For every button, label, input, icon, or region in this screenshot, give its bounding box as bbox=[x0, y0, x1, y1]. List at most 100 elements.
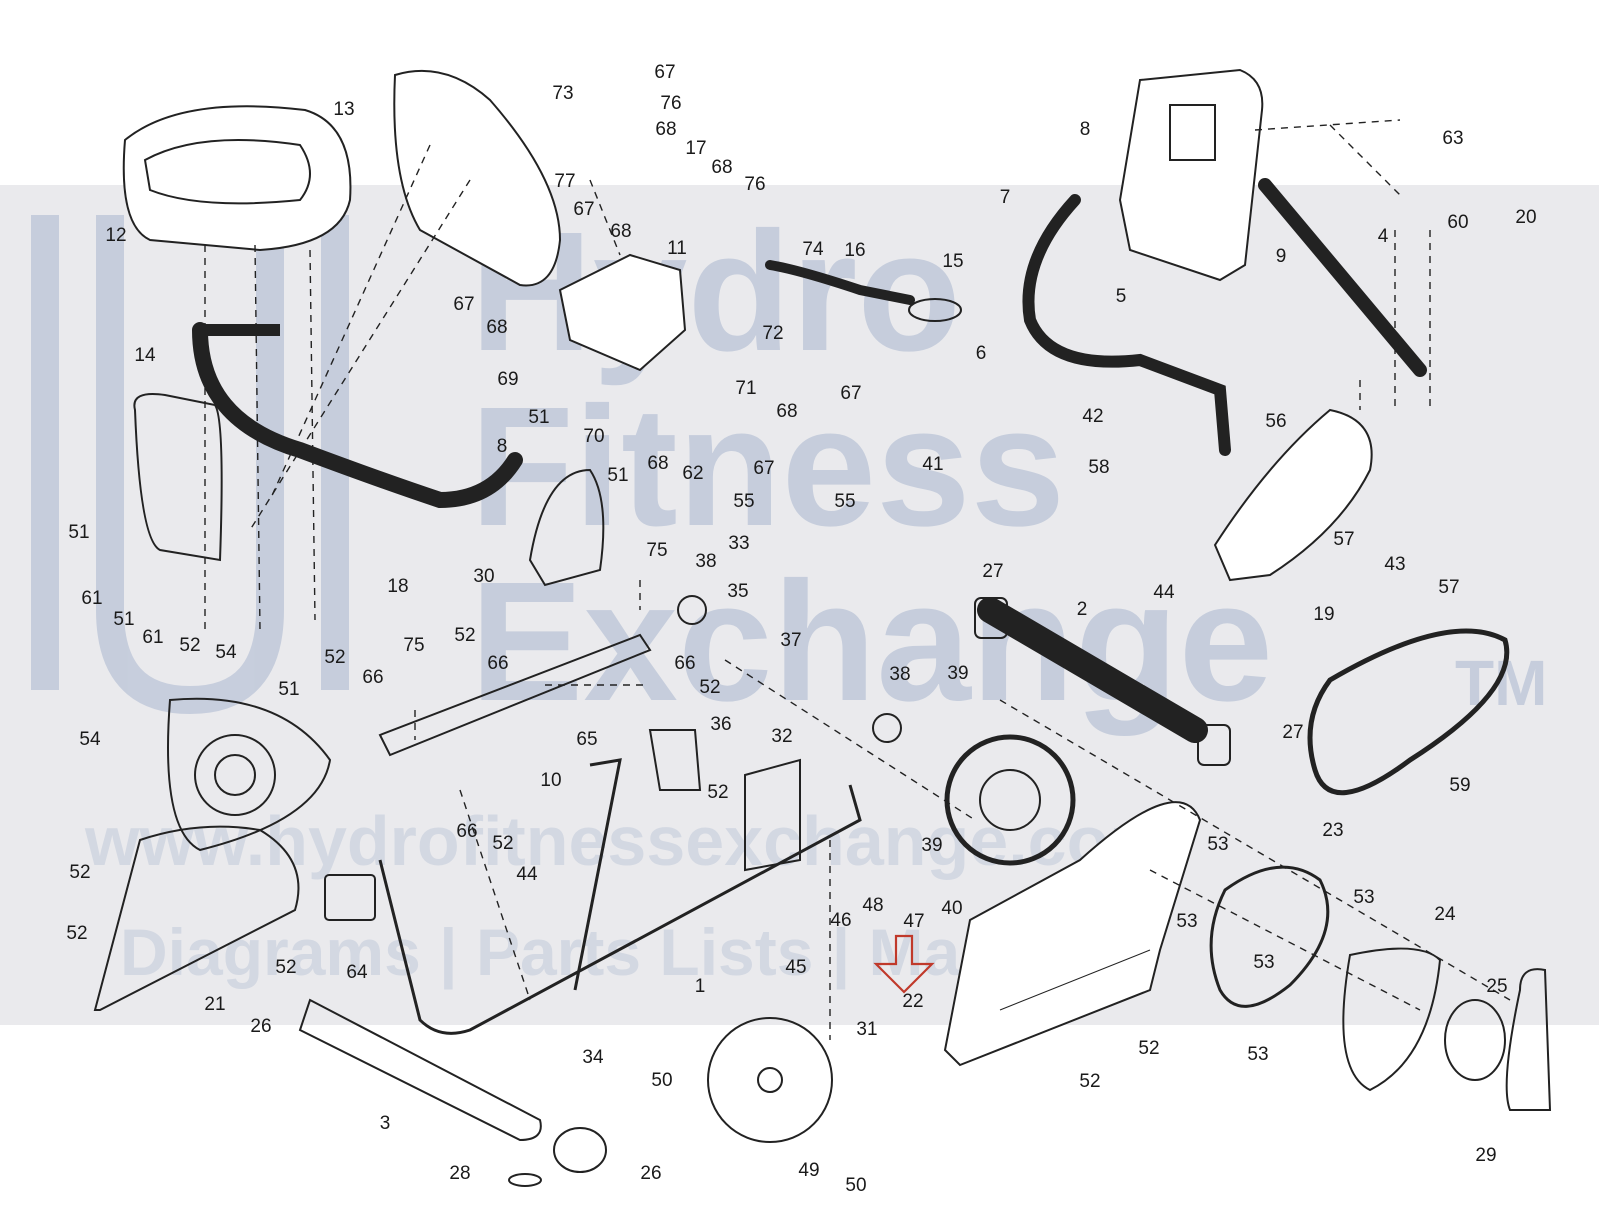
part-label-52: 52 bbox=[324, 647, 345, 668]
part-label-60: 60 bbox=[1447, 212, 1468, 233]
part-label-3: 3 bbox=[380, 1113, 391, 1134]
part-label-61: 61 bbox=[81, 588, 102, 609]
upright-handle-part bbox=[1022, 194, 1231, 456]
part-label-48: 48 bbox=[862, 895, 883, 916]
seat-frame-part bbox=[133, 393, 223, 562]
part-label-52: 52 bbox=[492, 833, 513, 854]
part-label-24: 24 bbox=[1434, 904, 1456, 925]
part-label-27: 27 bbox=[982, 561, 1003, 582]
part-label-33: 33 bbox=[728, 533, 749, 554]
part-label-52: 52 bbox=[1138, 1038, 1159, 1059]
part-label-39: 39 bbox=[921, 835, 942, 856]
part-label-51: 51 bbox=[528, 407, 549, 428]
disc-cover-part bbox=[1209, 865, 1330, 1008]
part-label-64: 64 bbox=[346, 962, 368, 983]
watermark: Hydro Fitness Exchange TM www.hydrofitne… bbox=[0, 185, 1599, 1025]
part-label-44: 44 bbox=[516, 864, 538, 885]
highlight-arrow-icon bbox=[873, 934, 935, 994]
part-label-28: 28 bbox=[449, 1163, 470, 1184]
grip-part bbox=[908, 298, 962, 322]
main-frame-part bbox=[378, 784, 862, 1035]
left-pedal-part bbox=[528, 468, 605, 587]
part-label-67: 67 bbox=[840, 383, 861, 404]
part-label-53: 53 bbox=[1176, 911, 1197, 932]
part-label-52: 52 bbox=[179, 635, 200, 656]
part-label-26: 26 bbox=[250, 1016, 271, 1037]
part-label-53: 53 bbox=[1353, 887, 1374, 908]
part-label-67: 67 bbox=[753, 458, 774, 479]
part-label-66: 66 bbox=[456, 821, 477, 842]
part-label-38: 38 bbox=[695, 551, 716, 572]
handlebar-part bbox=[765, 260, 915, 305]
front-stabilizer-part bbox=[977, 597, 1208, 743]
assembly-guide-lines bbox=[204, 119, 1511, 1040]
part-label-52: 52 bbox=[66, 923, 87, 944]
part-label-30: 30 bbox=[473, 566, 494, 587]
seat-part bbox=[122, 105, 352, 252]
part-label-53: 53 bbox=[1207, 834, 1228, 855]
part-label-52: 52 bbox=[699, 677, 720, 698]
part-label-67: 67 bbox=[654, 62, 675, 83]
cover-part bbox=[324, 874, 376, 921]
part-label-9: 9 bbox=[1276, 246, 1287, 267]
rear-stabilizer-part bbox=[298, 998, 542, 1142]
part-label-31: 31 bbox=[856, 1019, 877, 1040]
part-label-65: 65 bbox=[576, 729, 597, 750]
part-label-56: 56 bbox=[1265, 411, 1286, 432]
part-label-55: 55 bbox=[834, 491, 855, 512]
part-label-68: 68 bbox=[647, 453, 668, 474]
part-label-8: 8 bbox=[1080, 119, 1091, 140]
right-pedal-part bbox=[1505, 968, 1552, 1111]
part-label-46: 46 bbox=[830, 910, 851, 931]
part-label-15: 15 bbox=[942, 251, 963, 272]
part-label-42: 42 bbox=[1082, 406, 1103, 427]
part-label-66: 66 bbox=[362, 667, 383, 688]
part-label-16: 16 bbox=[844, 240, 865, 261]
part-label-10: 10 bbox=[540, 770, 561, 791]
flywheel-part bbox=[707, 1017, 833, 1143]
bracket-part bbox=[744, 758, 801, 872]
part-label-27: 27 bbox=[1282, 722, 1303, 743]
part-label-52: 52 bbox=[454, 625, 475, 646]
part-label-4: 4 bbox=[1378, 226, 1389, 247]
part-label-32: 32 bbox=[771, 726, 792, 747]
backrest-part bbox=[393, 69, 562, 287]
part-label-14: 14 bbox=[134, 345, 156, 366]
part-label-40: 40 bbox=[941, 898, 962, 919]
part-label-53: 53 bbox=[1253, 952, 1274, 973]
seat-cover-part bbox=[648, 729, 702, 791]
part-label-68: 68 bbox=[610, 221, 631, 242]
part-label-68: 68 bbox=[776, 401, 797, 422]
part-label-29: 29 bbox=[1475, 1145, 1496, 1166]
part-label-76: 76 bbox=[744, 174, 765, 195]
part-label-52: 52 bbox=[275, 957, 296, 978]
part-label-51: 51 bbox=[278, 679, 299, 700]
part-label-49: 49 bbox=[798, 1160, 819, 1181]
part-label-47: 47 bbox=[903, 911, 924, 932]
part-label-1: 1 bbox=[695, 976, 706, 997]
part-label-73: 73 bbox=[552, 83, 573, 104]
part-label-58: 58 bbox=[1088, 457, 1109, 478]
part-label-75: 75 bbox=[646, 540, 667, 561]
part-label-36: 36 bbox=[710, 714, 731, 735]
seat-rail-part bbox=[378, 633, 652, 757]
part-label-77: 77 bbox=[554, 171, 575, 192]
right-shroud-part bbox=[943, 801, 1202, 1067]
crank-disc-part bbox=[1444, 999, 1506, 1081]
part-label-19: 19 bbox=[1313, 604, 1334, 625]
part-label-53: 53 bbox=[1247, 1044, 1268, 1065]
part-label-23: 23 bbox=[1322, 820, 1343, 841]
watermark-url: www.hydrofitnessexchange.com bbox=[84, 802, 1172, 880]
part-label-18: 18 bbox=[387, 576, 408, 597]
part-label-61: 61 bbox=[142, 627, 163, 648]
part-label-69: 69 bbox=[497, 369, 518, 390]
part-label-8: 8 bbox=[497, 436, 508, 457]
part-label-68: 68 bbox=[486, 317, 507, 338]
part-label-75: 75 bbox=[403, 635, 424, 656]
part-label-57: 57 bbox=[1438, 577, 1459, 598]
part-label-35: 35 bbox=[727, 581, 748, 602]
part-label-44: 44 bbox=[1153, 582, 1175, 603]
part-label-68: 68 bbox=[655, 119, 676, 140]
part-label-41: 41 bbox=[922, 454, 943, 475]
